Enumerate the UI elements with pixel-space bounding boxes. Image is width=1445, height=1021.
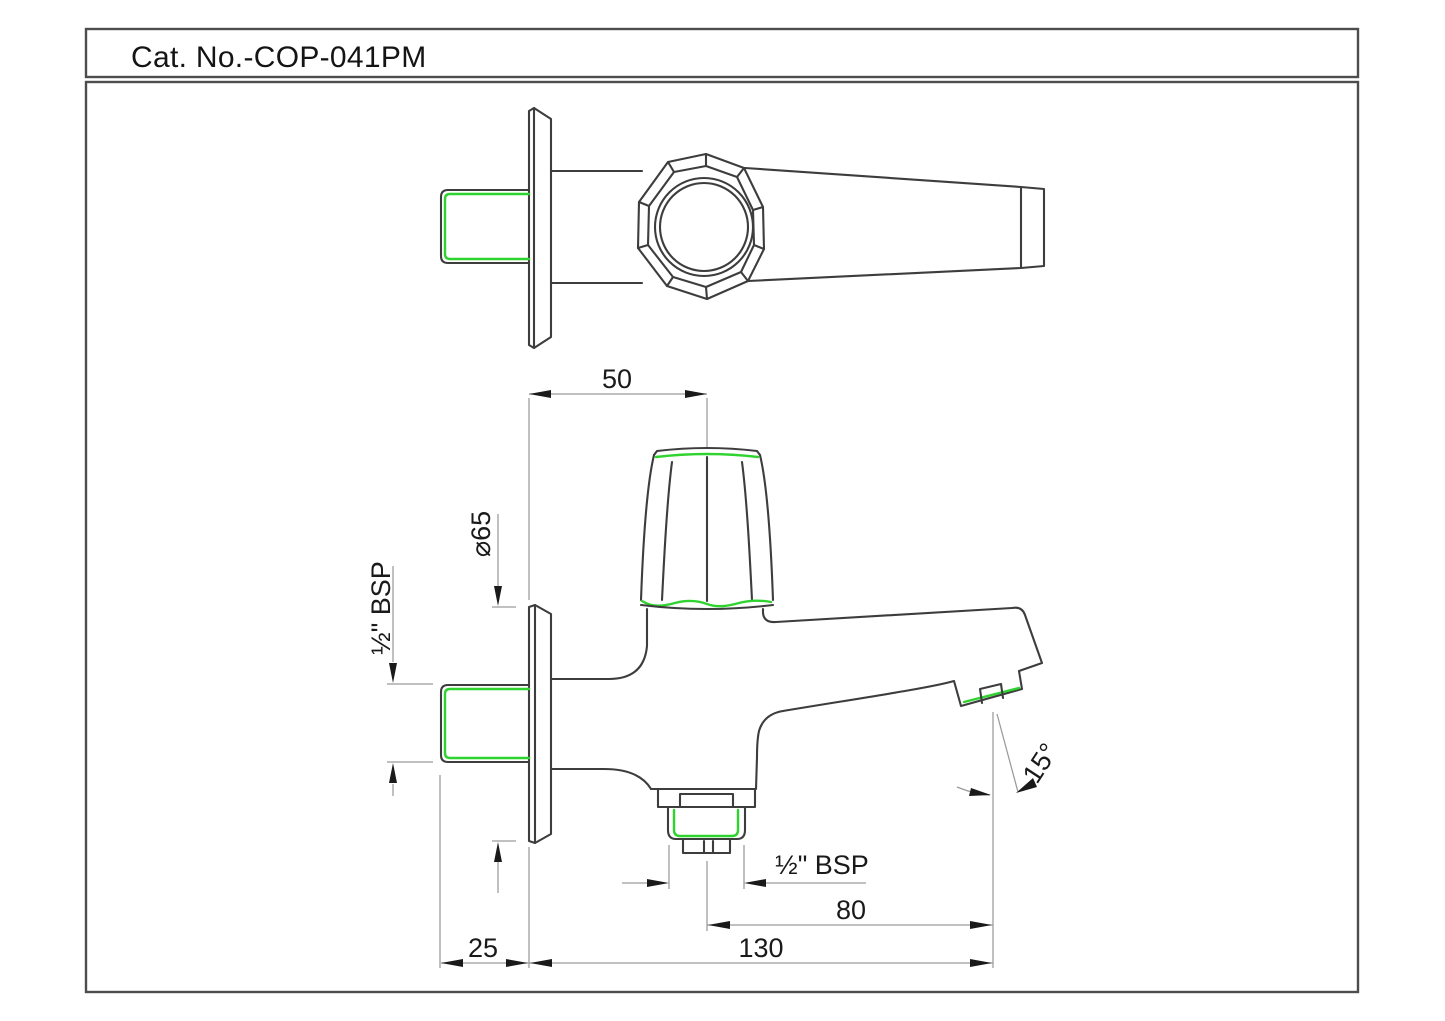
body-upper-arm bbox=[549, 607, 649, 681]
inlet-thread-highlight-front bbox=[443, 687, 531, 760]
outlet-nut bbox=[666, 805, 747, 841]
outlet-collar bbox=[681, 837, 732, 855]
dimension-flange-diameter: ⌀65 bbox=[466, 511, 516, 893]
dimension-overall-length: 130 bbox=[529, 933, 993, 967]
body-top-view bbox=[549, 169, 644, 285]
aerator-insert bbox=[978, 682, 1005, 705]
dim-label-spout-angle: 15° bbox=[1017, 738, 1064, 789]
dim-label-80: 80 bbox=[836, 895, 866, 925]
inlet-pipe-front-view bbox=[439, 683, 531, 764]
knob-bottom-highlight bbox=[640, 599, 773, 608]
drawing-area-border bbox=[84, 80, 1360, 994]
knob-top-highlight bbox=[654, 452, 760, 459]
inlet-pipe-top-view bbox=[439, 188, 531, 265]
spout-front-view bbox=[754, 606, 1044, 791]
title-block-border bbox=[84, 27, 1360, 79]
outlet-flange bbox=[649, 787, 757, 809]
inlet-thread-highlight-top bbox=[443, 192, 531, 261]
front-view bbox=[439, 446, 1044, 855]
dim-label-inlet-thread: ½" BSP bbox=[366, 561, 396, 655]
aerator-highlight bbox=[962, 686, 1021, 704]
handle-octagon bbox=[636, 152, 766, 301]
spout-top-view bbox=[743, 166, 1046, 283]
dimension-outlet-thread: ½" BSP bbox=[622, 845, 869, 889]
dim-label-130: 130 bbox=[738, 933, 783, 963]
dimension-spout-angle: 15° bbox=[956, 712, 1064, 968]
drawing-frame bbox=[84, 27, 1360, 994]
dimension-wall-clearance: 25 bbox=[439, 775, 530, 968]
catalog-number: Cat. No.-COP-041PM bbox=[131, 41, 426, 74]
top-view bbox=[439, 106, 1046, 350]
dimension-handle-offset: 50 bbox=[528, 364, 708, 600]
dimension-inlet-thread: ½" BSP bbox=[366, 561, 433, 796]
dim-label-flange-diameter: ⌀65 bbox=[466, 511, 496, 557]
dim-label-25: 25 bbox=[468, 933, 498, 963]
wall-plate-front-view bbox=[527, 603, 553, 845]
outlet-thread-highlight bbox=[672, 808, 740, 838]
handle-knob bbox=[639, 446, 775, 611]
dim-label-outlet-thread: ½" BSP bbox=[775, 850, 869, 880]
wall-plate-top-view bbox=[527, 106, 553, 350]
body-lower-arm bbox=[549, 767, 653, 791]
dimension-outlet-to-tip: 80 bbox=[706, 861, 993, 931]
dim-label-50: 50 bbox=[602, 364, 632, 394]
